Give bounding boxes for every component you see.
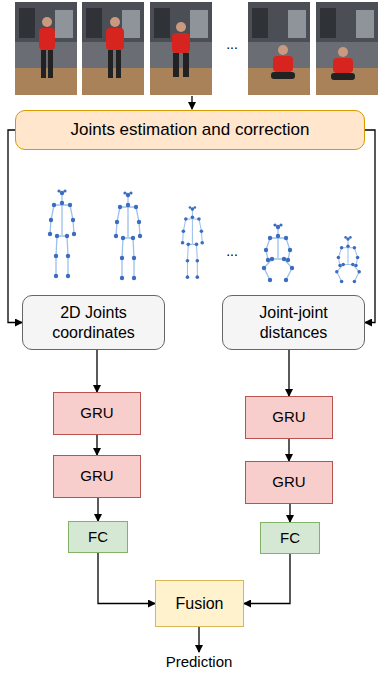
node-text: GRU bbox=[80, 404, 113, 423]
flow-arrow bbox=[365, 130, 375, 323]
process-box: Joints estimation and correction bbox=[15, 110, 365, 150]
gru-layer: GRU bbox=[245, 396, 333, 439]
gru-layer: GRU bbox=[53, 392, 141, 435]
flow-arrow bbox=[96, 350, 97, 392]
skeleton-sequence bbox=[48, 189, 361, 283]
node-text: Joints estimation and correction bbox=[70, 119, 309, 140]
ellipsis-mark: ... bbox=[226, 243, 238, 259]
feature-box: Joint-joint distances bbox=[222, 295, 365, 350]
photo-strip bbox=[15, 2, 378, 95]
node-text: 2D Joints coordinates bbox=[29, 303, 158, 343]
fc-layer: FC bbox=[68, 521, 128, 553]
node-text: Fusion bbox=[175, 594, 223, 614]
feature-box: 2D Joints coordinates bbox=[22, 295, 165, 350]
node-text: GRU bbox=[272, 473, 305, 492]
fc-layer: FC bbox=[260, 522, 320, 554]
flow-arrow bbox=[97, 498, 98, 521]
flow-arrow bbox=[288, 439, 289, 461]
gru-layer: GRU bbox=[245, 461, 333, 504]
node-text: FC bbox=[88, 528, 108, 547]
input-arrow bbox=[191, 96, 192, 109]
flow-arrow bbox=[98, 553, 155, 604]
flow-arrow bbox=[96, 435, 97, 455]
flow-arrow bbox=[289, 504, 290, 522]
flow-arrow bbox=[8, 130, 22, 323]
output-label: Prediction bbox=[166, 653, 233, 670]
fusion-box: Fusion bbox=[155, 580, 244, 627]
flow-arrow bbox=[244, 554, 290, 604]
output-arrow bbox=[198, 627, 199, 652]
ellipsis-mark: ... bbox=[226, 36, 238, 52]
node-text: GRU bbox=[80, 467, 113, 486]
gru-layer: GRU bbox=[53, 455, 141, 498]
node-text: Joint-joint distances bbox=[229, 303, 358, 343]
node-text: FC bbox=[280, 529, 300, 548]
node-text: GRU bbox=[272, 408, 305, 427]
flow-arrow bbox=[288, 350, 289, 396]
